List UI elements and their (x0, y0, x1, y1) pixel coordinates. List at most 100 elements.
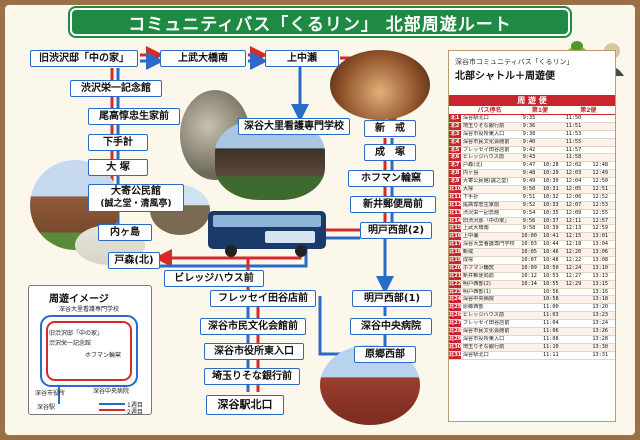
timetable-cell-a: 10:00 (521, 233, 537, 240)
timetable-cell-name: 新戒 (462, 249, 474, 256)
stop-harago: 原郷西部 (354, 346, 416, 363)
timetable-cell-b: 10:30 (542, 178, 559, 185)
timetable-cell-n: 北5 (449, 146, 461, 154)
timetable-cell-b: 11:11 (542, 351, 559, 358)
timetable-cell-c: 11:55 (565, 138, 582, 145)
timetable-cell-n: 北15 (449, 225, 461, 233)
timetable-cell-a: 10:09 (521, 264, 537, 271)
timetable-cell-name: 明戸西部(2) (462, 280, 491, 287)
timetable-cell-b: 10:35 (542, 209, 559, 216)
timetable-cell-c (562, 304, 586, 311)
stop-fressay: フレッセイ田谷店前 (210, 290, 316, 307)
legend-kinen: 渋沢栄一記念館 (49, 340, 92, 347)
timetable-cell-c: 12:18 (565, 241, 582, 248)
timetable-cell-n: 北13 (449, 209, 461, 217)
timetable-cell-d: 12:57 (592, 217, 608, 224)
timetable-cell-a: 10:14 (521, 280, 537, 287)
timetable-cell-d: 13:18 (592, 296, 608, 303)
timetable-cell-c: 12:07 (565, 201, 582, 208)
timetable-cell-d: 13:01 (592, 233, 608, 240)
timetable-cell-b: 10:37 (542, 217, 559, 224)
timetable-cell-d: 12:50 (592, 178, 608, 185)
timetable-cell-name: 深谷市民文化会館前 (462, 138, 510, 145)
timetable-cell-name: 深谷中央病院 (462, 296, 494, 303)
timetable-heading: 北部シャトル＋周遊便 (455, 71, 555, 82)
timetable-cell-b: 10:46 (542, 249, 559, 256)
timetable-cell-d (585, 154, 615, 161)
timetable-cell-b: 10:39 (542, 225, 559, 232)
legend-naka: 旧渋沢邸「中の家」 (49, 330, 104, 337)
stop-kamimusashi: 上武大橋南 (160, 50, 246, 67)
stop-shiyakusho: 深谷市役所東入口 (204, 343, 304, 360)
timetable-cell-d: 13:15 (592, 280, 608, 287)
timetable-cell-c (562, 320, 586, 327)
timetable-cell-c (562, 296, 586, 303)
timetable-cell-n: 北31 (449, 351, 461, 359)
stop-hoffman: ホフマン輪窯 (348, 170, 434, 187)
timetable-cell-n: 北17 (449, 241, 461, 249)
timetable-cell-d (585, 115, 615, 122)
timetable-cell-b: 11:03 (542, 312, 559, 319)
timetable-cell-d: 13:04 (592, 241, 608, 248)
timetable-cell-name: 原郷西部 (462, 304, 484, 311)
timetable-cell-name: 深谷駅北口 (462, 351, 489, 358)
timetable-cell-name: 上中瀬 (462, 233, 479, 240)
timetable-cell-d (585, 147, 615, 154)
timetable-cell-c: 11:58 (565, 154, 582, 161)
legend-eki: 深谷駅 (37, 404, 56, 411)
timetable-cell-d: 12:51 (592, 186, 608, 193)
timetable-cell-n: 北2 (449, 122, 461, 130)
stop-meido-nishi1: 明戸西部(1) (352, 290, 432, 307)
timetable-cell-a: 9:52 (522, 201, 536, 208)
timetable-cell-a: 9:58 (522, 225, 536, 232)
timetable-cell-c: 12:09 (565, 209, 582, 216)
timetable-cell-n: 北8 (449, 170, 461, 178)
timetable-cell-b: 10:41 (542, 233, 559, 240)
timetable-bar: 周 遊 便 (449, 95, 615, 106)
timetable-cell-c: 12:20 (565, 249, 582, 256)
timetable-cell-c: 12:13 (565, 225, 582, 232)
timetable-cell-d: 12:59 (592, 225, 608, 232)
timetable-cell-n: 北10 (449, 186, 461, 193)
timetable-cell-name: 新井郵便局前 (462, 272, 494, 279)
timetable-cell-b: 10:44 (542, 241, 559, 248)
timetable-cell-b: 10:56 (542, 288, 559, 295)
legend-hoffman: ホフマン輪窯 (85, 352, 122, 359)
timetable-cell-c: 11:51 (565, 122, 582, 129)
stop-shinkai: 新 戒 (364, 120, 416, 137)
timetable-cell-d: 13:23 (592, 312, 608, 319)
timetable-cell-a (518, 304, 540, 311)
timetable-cell-b (540, 147, 562, 154)
timetable-cell-d: 13:30 (592, 343, 608, 350)
timetable-cell-a (518, 312, 540, 319)
stop-niiarai-post: 新井郵便局前 (350, 196, 436, 213)
timetable-cell-b: 10:50 (542, 264, 559, 271)
timetable-cell-c: 12:11 (565, 217, 582, 224)
poster-title: コミュニティバス「くるリン」 北部周遊ルート (70, 8, 570, 36)
timetable-cell-b: 10:29 (542, 170, 559, 177)
timetable-cell-name: 深谷駅北口 (462, 115, 489, 121)
timetable-cell-n: 北20 (449, 264, 461, 272)
timetable-cell-b: 11:10 (542, 343, 559, 350)
timetable-columns: バス停名 第1便 第2便 (449, 106, 615, 115)
timetable-cell-name: 内ヶ島 (462, 170, 479, 177)
timetable-cell-b: 11:06 (542, 328, 559, 335)
stop-tomori-kita: 戸森(北) (108, 252, 160, 269)
timetable-cell-name: 大塚 (462, 186, 474, 193)
timetable-cell-a (518, 352, 540, 359)
stop-shimo-tebaka: 下手計 (88, 134, 148, 151)
timetable-cell-d (585, 123, 615, 130)
